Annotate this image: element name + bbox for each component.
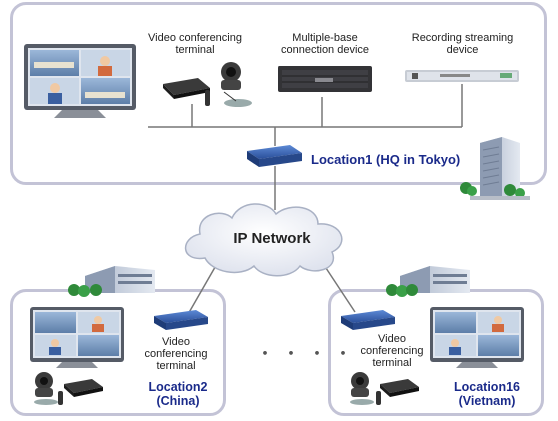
branch-right-camera-icon <box>350 372 374 405</box>
branch-left-location-label: Location2 (China) <box>148 380 208 408</box>
hq-network-bus <box>148 84 463 210</box>
hq-display-icon <box>24 44 136 118</box>
hq-recording-label: Recording streaming device <box>411 32 514 56</box>
branch-right-location-label: Location16 (Vietnam) <box>454 380 520 408</box>
hq-location-label: Location1 (HQ in Tokyo) <box>311 152 461 167</box>
wan-links <box>186 261 356 317</box>
hq-mcu-label: Multiple-base connection device <box>280 32 370 56</box>
branch-right-display-icon <box>430 307 524 368</box>
ip-network-cloud <box>184 203 343 277</box>
branch-left-building-icon <box>68 266 155 297</box>
branch-left-router-icon <box>154 310 208 330</box>
branch-right-building-icon <box>386 266 470 297</box>
branch-right-terminal-label: Video conferencing terminal <box>360 333 424 369</box>
recording-device-icon <box>405 70 519 82</box>
branch-left-terminal-label: Video conferencing terminal <box>144 336 208 372</box>
branch-left-display-icon <box>30 307 124 368</box>
mcu-device-icon <box>278 66 372 92</box>
more-locations-ellipsis: ・・・・ <box>256 344 360 364</box>
branch-right-router-icon <box>341 310 395 330</box>
hq-router-icon <box>247 145 302 167</box>
branch-right-terminal-icon <box>376 379 419 405</box>
ip-network-label: IP Network <box>233 230 311 247</box>
hq-video-terminal-label: Video conferencing terminal <box>148 32 242 56</box>
branch-left-terminal-icon <box>58 379 103 405</box>
hq-building-icon <box>460 137 530 200</box>
branch-left-camera-icon <box>34 372 58 405</box>
hq-video-terminal-icon <box>163 62 252 107</box>
